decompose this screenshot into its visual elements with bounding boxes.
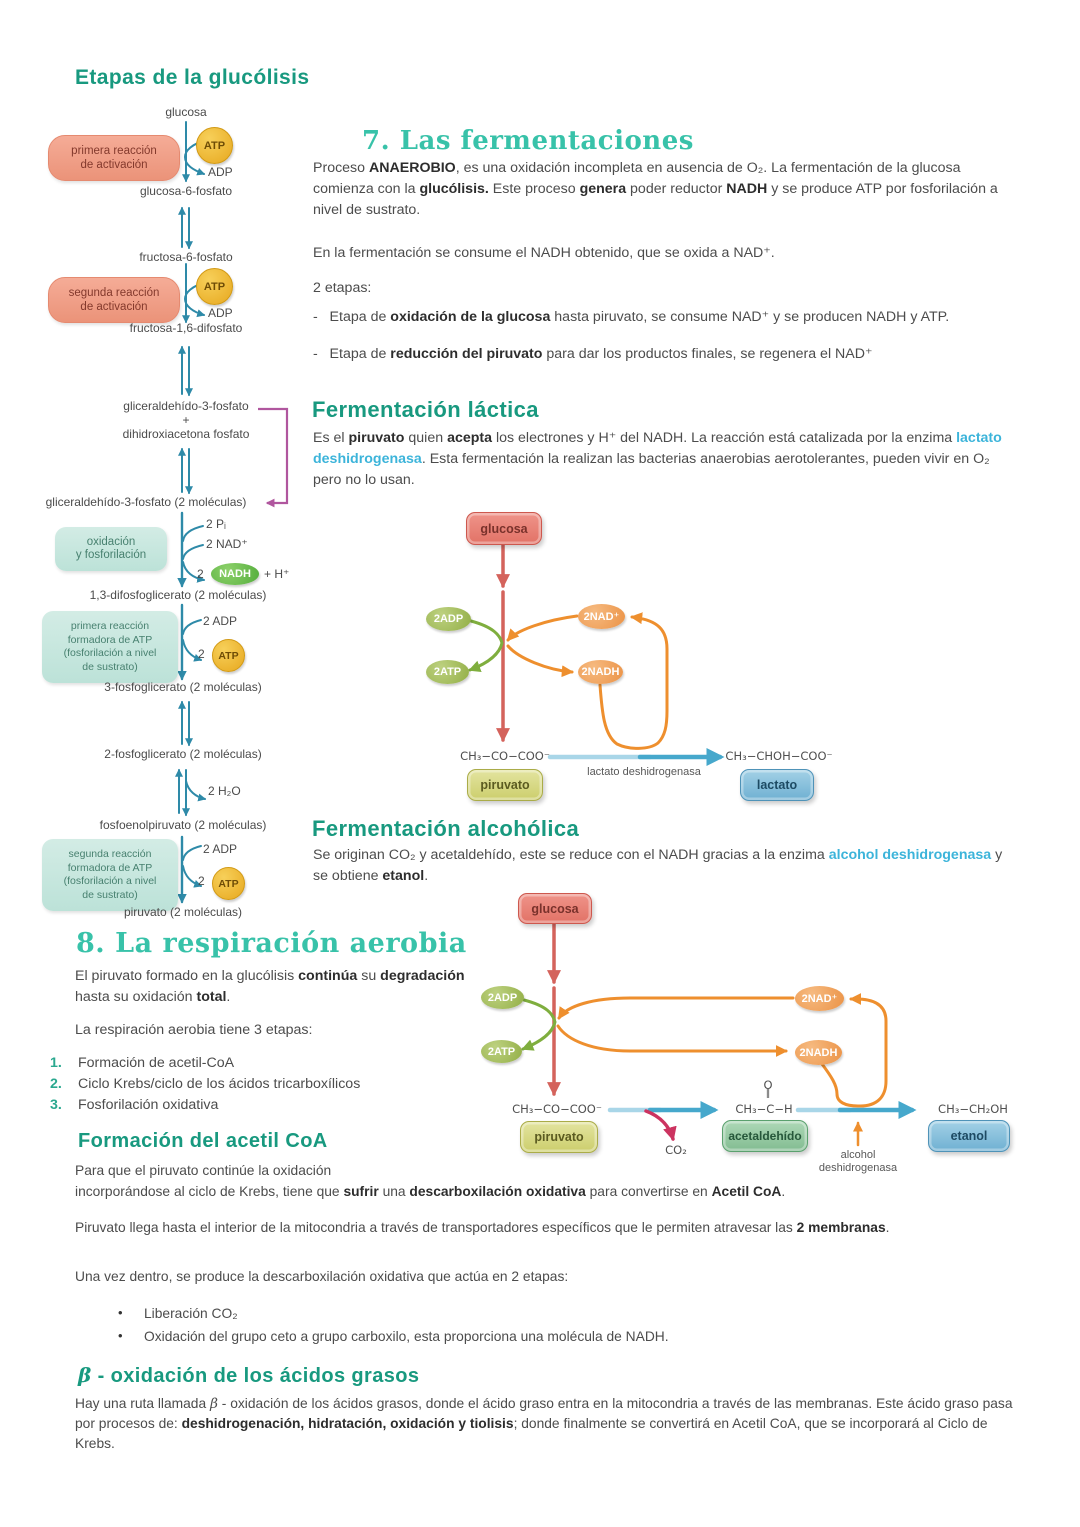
callout-second-activation: segunda reacción de activación (48, 277, 180, 323)
acetyl-coa-paragraph-3: Una vez dentro, se produce la descarboxi… (75, 1269, 569, 1284)
glycolysis-title: Etapas de la glucólisis (75, 66, 310, 89)
two-label: 2 (198, 874, 205, 888)
beta-oxidation-heading: β - oxidación de los ácidos grasos (78, 1363, 420, 1387)
acetyl-coa-paragraph-1a: Para que el piruvato continúe la oxidaci… (75, 1163, 332, 1178)
callout-first-atp-reaction: primera reacción formadora de ATP (fosfo… (42, 611, 178, 683)
section-7-paragraph-3: 2 etapas: (313, 280, 372, 296)
lactic-heading: Fermentación láctica (312, 397, 539, 422)
node-fructosa-6-fosfato: fructosa-6-fosfato (139, 250, 233, 264)
pi-label: 2 Pᵢ (206, 517, 226, 531)
node-fructosa-16-difosfato: fructosa-1,6-difosfato (129, 321, 243, 335)
node-13-difosfoglicerato: 1,3-difosfoglicerato (2 moléculas) (89, 588, 267, 602)
lactic-paragraph: Es el piruvato quien acepta los electron… (313, 430, 1002, 488)
atp-coin: ATP (196, 127, 233, 164)
lactic-enzyme-label: lactato deshidrogenasa (587, 766, 701, 778)
node-acetaldehido: acetaldehído (722, 1120, 808, 1152)
two-label: 2 (197, 567, 204, 581)
list-item: Formación de acetil-CoA (78, 1055, 235, 1071)
atp-coin: ATP (212, 639, 245, 672)
lactic-2atp: 2ATP (426, 660, 469, 684)
bullet-icon: • (118, 1305, 123, 1320)
co2-label: CO₂ (665, 1143, 687, 1157)
callout-first-activation: primera reacción de activación (48, 135, 180, 181)
node-g3p-2-moleculas: gliceraldehído-3-fosfato (2 moléculas) (45, 495, 247, 509)
node-glucosa: glucosa (165, 105, 207, 119)
nad-label: 2 NAD⁺ (206, 537, 248, 551)
lactic-node-piruvato: piruvato (467, 769, 543, 801)
h-plus-label: + H⁺ (264, 567, 290, 581)
node-fosfoenolpiruvato: fosfoenolpiruvato (2 moléculas) (99, 818, 267, 832)
acetaldehyde-formula: CH₃−C−H (735, 1102, 793, 1116)
alcohol-dh-enzyme-label: alcohol deshidrogenasa (818, 1149, 898, 1174)
section-7-paragraph-2: En la fermentación se consume el NADH ob… (313, 245, 775, 261)
lactic-2nad: 2NAD⁺ (578, 604, 625, 629)
lactic-pyruvate-formula: CH₃−CO−COO⁻ (460, 749, 550, 763)
section-8-paragraph-1: El piruvato formado en la glucólisis con… (75, 968, 465, 1005)
section-8-paragraph-2: La respiración aerobia tiene 3 etapas: (75, 1022, 313, 1038)
list-item: Fosforilación oxidativa (78, 1097, 219, 1113)
acetyl-coa-paragraph-2: Piruvato llega hasta el interior de la m… (75, 1220, 890, 1235)
adp-label: ADP (208, 165, 233, 179)
alcoholic-pyruvate-formula: CH₃−CO−COO⁻ (512, 1102, 602, 1116)
alcoholic-heading: Fermentación alcohólica (312, 816, 580, 841)
lactic-node-glucosa: glucosa (466, 512, 542, 545)
lactic-node-lactato: lactato (740, 769, 814, 801)
lactate-formula: CH₃−CHOH−COO⁻ (725, 749, 833, 763)
node-glucosa-6-fosfato: glucosa-6-fosfato (139, 184, 233, 198)
lactic-2adp: 2ADP (426, 607, 471, 631)
section-7-bullet-1: - Etapa de oxidación de la glucosa hasta… (313, 309, 950, 325)
alcoholic-2atp: 2ATP (481, 1040, 522, 1063)
two-label: 2 (198, 647, 205, 661)
double-bond-glyph: ‖ (765, 1089, 771, 1099)
ethanol-formula: CH₃−CH₂OH (938, 1102, 1008, 1116)
beta-oxidation-paragraph: Hay una ruta llamada β - oxidación de lo… (75, 1396, 1013, 1451)
alcoholic-2adp: 2ADP (481, 986, 524, 1009)
node-etanol: etanol (928, 1120, 1010, 1152)
adp2-label: 2 ADP (203, 842, 238, 856)
acetyl-coa-heading: Formación del acetil CoA (78, 1130, 328, 1152)
callout-second-atp-reaction: segunda reacción formadora de ATP (fosfo… (42, 839, 178, 911)
section-7-paragraph-1: Proceso ANAEROBIO, es una oxidación inco… (313, 160, 998, 218)
node-2-fosfoglicerato: 2-fosfoglicerato (2 moléculas) (104, 747, 262, 761)
node-piruvato-2-moleculas: piruvato (2 moléculas) (123, 905, 243, 919)
section-7-bullet-2: - Etapa de reducción del piruvato para d… (313, 346, 873, 362)
lactic-2nadh: 2NADH (578, 660, 623, 684)
section-7-heading: 7. Las fermentaciones (362, 126, 694, 156)
list-number: 1. (50, 1055, 62, 1071)
h2o-label: 2 H₂O (208, 784, 241, 798)
alcoholic-paragraph: Se originan CO₂ y acetaldehído, este se … (313, 847, 1003, 884)
adp2-label: 2 ADP (203, 614, 238, 628)
callout-oxidacion-fosforilacion: oxidación y fosforilación (55, 527, 167, 571)
acetyl-coa-paragraph-1b: incorporándose al ciclo de Krebs, tiene … (75, 1184, 786, 1199)
nadh-pill: NADH (211, 563, 259, 585)
node-triose-pair: gliceraldehído-3-fosfato + dihidroxiacet… (122, 399, 250, 441)
atp-coin: ATP (212, 867, 245, 900)
adp-label: ADP (208, 306, 233, 320)
bullet-icon: • (118, 1328, 123, 1343)
alcoholic-2nad: 2NAD⁺ (795, 986, 844, 1011)
alcoholic-2nadh: 2NADH (795, 1040, 842, 1065)
carbonyl-oxygen: O (763, 1078, 773, 1092)
acetyl-coa-bullet-1: Liberación CO₂ (144, 1306, 238, 1321)
alcoholic-node-piruvato: piruvato (520, 1121, 598, 1153)
list-number: 3. (50, 1097, 62, 1113)
atp-coin: ATP (196, 268, 233, 305)
alcoholic-node-glucosa: glucosa (518, 893, 592, 924)
list-number: 2. (50, 1076, 62, 1092)
node-3-fosfoglicerato: 3-fosfoglicerato (2 moléculas) (104, 680, 262, 694)
list-item: Ciclo Krebs/ciclo de los ácidos tricarbo… (78, 1076, 361, 1092)
acetyl-coa-bullet-2: Oxidación del grupo ceto a grupo carboxi… (144, 1329, 669, 1344)
section-8-heading: 8. La respiración aerobia (76, 928, 467, 959)
